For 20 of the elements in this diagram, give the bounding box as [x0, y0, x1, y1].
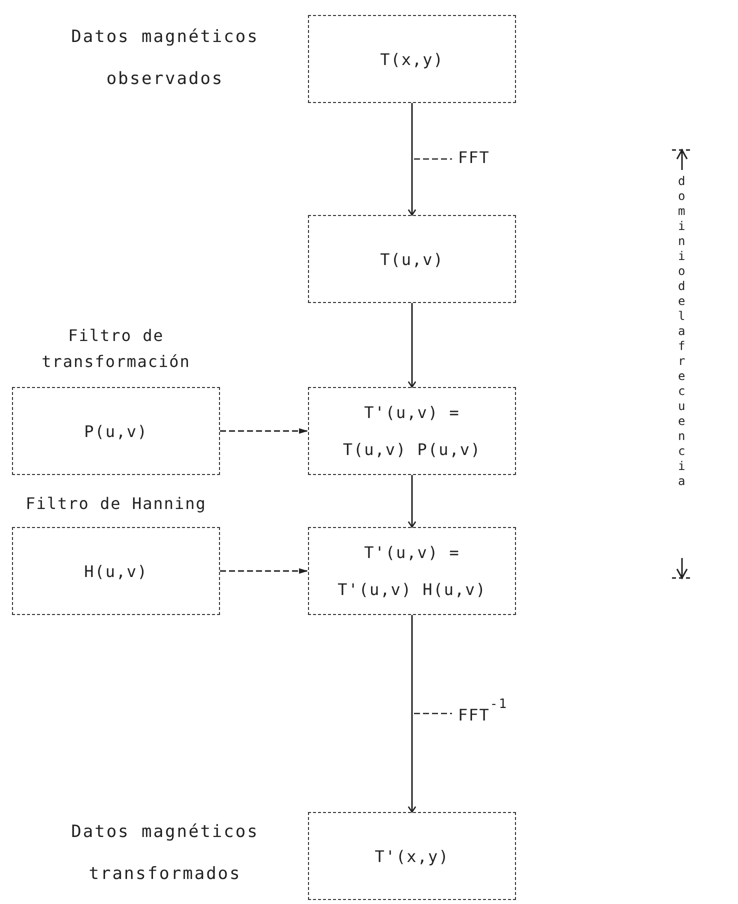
box-text: T'(u,v) =	[364, 543, 460, 562]
side-caption: Datos magnéticos observados	[70, 26, 260, 91]
box-text: T'(x,y)	[374, 846, 450, 866]
arrow	[220, 428, 308, 434]
arrow	[408, 303, 416, 388]
box-text: T'(u,v) =	[364, 403, 460, 422]
box-heading: Filtro de transformación	[40, 325, 192, 373]
box-text: T(x,y)	[380, 50, 444, 68]
arrow	[408, 103, 416, 216]
arrow	[220, 568, 308, 574]
box-heading: Filtro de Hanning	[24, 493, 208, 515]
side-caption: Datos magnéticos transformados	[70, 821, 260, 886]
box-text: H(u,v)	[84, 562, 148, 580]
axis-label: dominio de la frecuencia	[678, 174, 686, 489]
box-text: T'(u,v) H(u,v)	[338, 580, 486, 599]
box-text: P(u,v)	[84, 422, 148, 440]
box-text: T(u,v) P(u,v)	[342, 440, 482, 459]
arrow	[408, 475, 416, 528]
box-text: T(u,v)	[380, 250, 444, 268]
arrow	[408, 615, 416, 813]
